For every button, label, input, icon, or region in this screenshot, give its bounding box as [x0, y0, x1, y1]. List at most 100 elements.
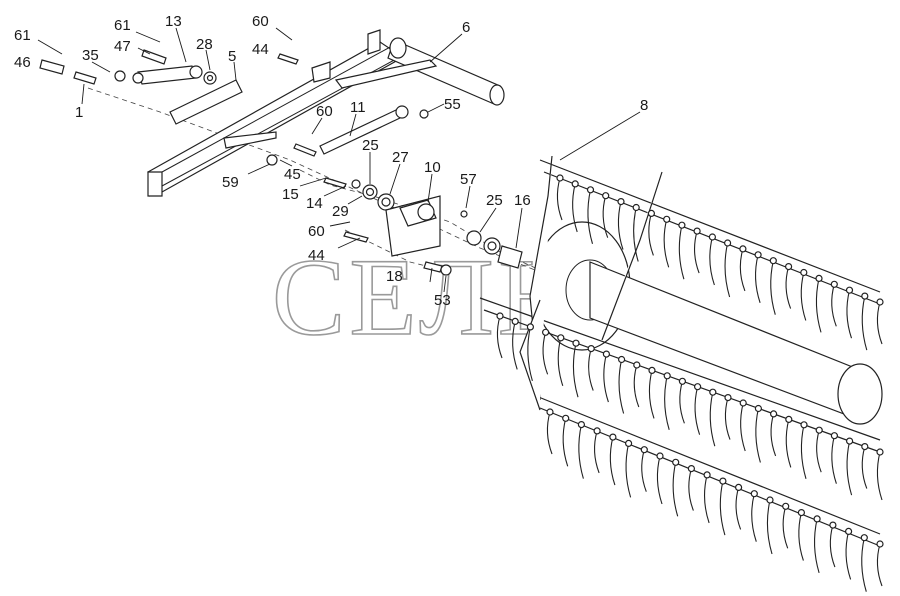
callout-1: 1	[75, 104, 83, 121]
callout-labels: 61 46 35 1 61 47 13 28 5 60 44 6 60 11 5…	[14, 13, 648, 309]
callout-18: 18	[386, 268, 403, 285]
callout-8: 8	[640, 97, 648, 114]
tine	[625, 443, 632, 498]
tine	[846, 290, 853, 339]
tine	[751, 493, 757, 542]
tine	[846, 440, 853, 496]
tine-coil	[511, 317, 519, 325]
part-5-bar	[169, 79, 243, 125]
tine	[588, 348, 594, 391]
tine	[527, 326, 533, 382]
tine	[512, 321, 518, 370]
tine-coil	[663, 372, 671, 380]
tine-coil	[754, 404, 763, 413]
tine-coil	[678, 221, 686, 229]
tine-coil	[556, 174, 564, 182]
tine	[770, 413, 777, 457]
tine-coil	[557, 334, 565, 342]
tine-coil	[678, 377, 687, 385]
tine-coil	[876, 298, 884, 306]
tine	[815, 278, 822, 333]
tine-coil	[571, 180, 579, 188]
callout-57: 57	[460, 171, 477, 188]
tine-coil	[602, 192, 610, 200]
tine	[724, 397, 731, 440]
tine-coil	[724, 394, 732, 402]
tine-coil	[526, 323, 535, 331]
tine	[800, 272, 807, 321]
tine	[831, 284, 837, 327]
tine	[709, 392, 716, 447]
callout-35: 35	[82, 47, 99, 64]
tine-coil	[815, 274, 823, 282]
tine-coil	[782, 502, 790, 510]
tine-coil	[876, 540, 884, 548]
tine-coil	[784, 263, 793, 271]
tine-coil	[656, 452, 664, 460]
tine	[800, 424, 807, 479]
tine	[709, 236, 715, 286]
callout-6: 6	[462, 19, 470, 36]
callout-27: 27	[392, 149, 409, 166]
tine	[724, 242, 731, 298]
tine	[831, 435, 837, 484]
callout-46: 46	[14, 54, 31, 71]
tine-coil	[754, 251, 762, 259]
callout-16: 16	[514, 192, 531, 209]
tine	[656, 455, 663, 505]
reel-tines	[496, 174, 884, 592]
tine	[648, 213, 654, 256]
callout-53: 53	[434, 292, 451, 309]
tine	[648, 370, 655, 419]
callout-60-a: 60	[252, 13, 269, 30]
tine	[572, 343, 579, 398]
tine	[785, 266, 792, 309]
tine-coil	[640, 446, 648, 454]
tine-coil	[633, 361, 641, 369]
tine	[816, 430, 822, 473]
tine	[782, 506, 789, 549]
tine-coil	[797, 508, 806, 517]
tine-coil	[587, 345, 595, 353]
tine	[814, 518, 820, 574]
callout-61-a: 61	[14, 27, 31, 44]
tine	[785, 419, 792, 468]
callout-47: 47	[114, 38, 131, 55]
tine-coil	[709, 388, 717, 396]
tine	[766, 499, 773, 555]
callout-60-c: 60	[308, 223, 325, 240]
tine-coil	[750, 490, 758, 498]
tine	[557, 337, 564, 386]
tine	[672, 462, 679, 517]
tine	[739, 248, 746, 292]
tine-coil	[860, 534, 868, 542]
tine-coil	[876, 448, 884, 456]
hydraulic-cylinder	[132, 65, 203, 85]
tine	[556, 177, 563, 221]
tine	[587, 189, 594, 244]
tine-coil	[496, 312, 504, 320]
tine-coil	[785, 415, 793, 423]
tine	[740, 402, 746, 452]
callout-59: 59	[222, 174, 239, 191]
tine	[876, 301, 883, 345]
tine	[578, 424, 584, 479]
tine-coil	[609, 433, 617, 441]
tine-coil	[830, 280, 838, 288]
callout-15: 15	[282, 186, 299, 203]
tine	[603, 353, 609, 403]
tine-coil	[562, 414, 570, 422]
callout-44-b: 44	[308, 247, 325, 264]
tine-coil	[829, 521, 837, 529]
tine	[845, 531, 852, 580]
callout-25-a: 25	[362, 137, 379, 154]
callout-60-b: 60	[316, 103, 333, 120]
tine-coil	[693, 383, 702, 391]
callout-45: 45	[284, 166, 301, 183]
callout-44-a: 44	[252, 41, 269, 58]
tine	[542, 332, 549, 375]
tine-coil	[541, 328, 550, 336]
tine-coil	[769, 257, 777, 265]
part-10-bracket	[385, 195, 441, 257]
